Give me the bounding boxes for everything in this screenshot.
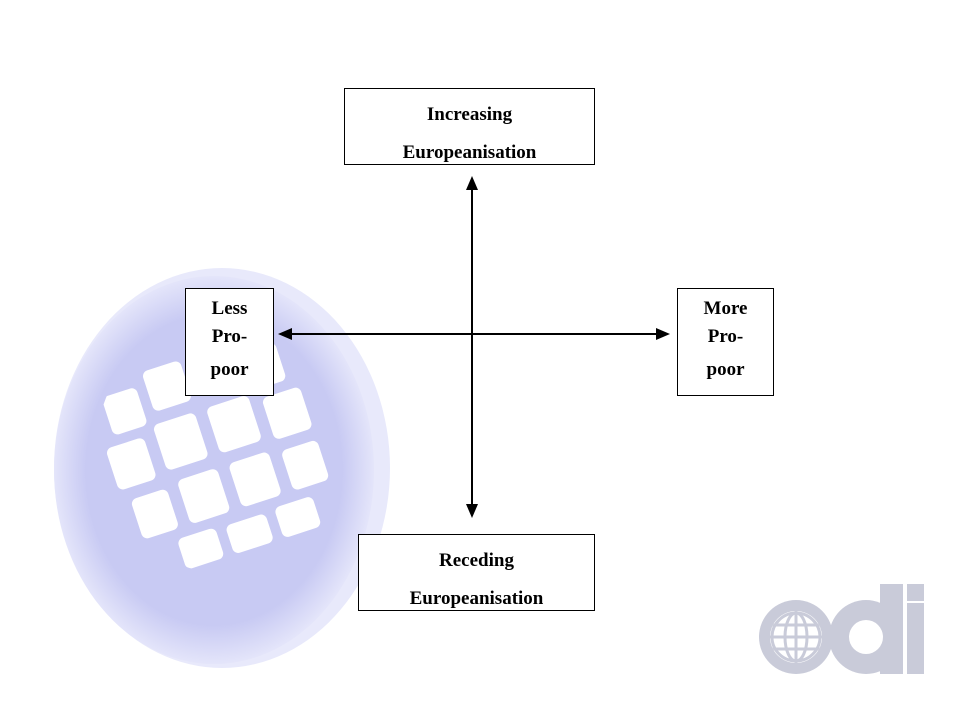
increasing-europeanisation-box: Increasing Europeanisation (344, 88, 595, 165)
more-pro-poor-box: More Pro- poor (677, 288, 774, 396)
arrow-up-icon (466, 176, 478, 190)
box-label-line: Pro- (707, 326, 744, 347)
box-label-line: Receding (439, 550, 514, 571)
box-label-line: More (703, 298, 748, 319)
box-label-line: Less (211, 298, 248, 319)
arrow-down-icon (466, 504, 478, 518)
arrow-left-icon (278, 328, 292, 340)
box-label-line: Pro- (211, 326, 248, 347)
box-label-line: Europeanisation (409, 588, 544, 609)
box-label-line: poor (706, 359, 745, 380)
box-label-line: poor (210, 359, 249, 380)
arrow-right-icon (656, 328, 670, 340)
less-pro-poor-box: Less Pro- poor (185, 288, 274, 396)
receding-europeanisation-box: Receding Europeanisation (358, 534, 595, 611)
globe-icon (770, 611, 822, 663)
box-label-line: Increasing (426, 104, 513, 125)
box-label-line: Europeanisation (402, 142, 537, 163)
